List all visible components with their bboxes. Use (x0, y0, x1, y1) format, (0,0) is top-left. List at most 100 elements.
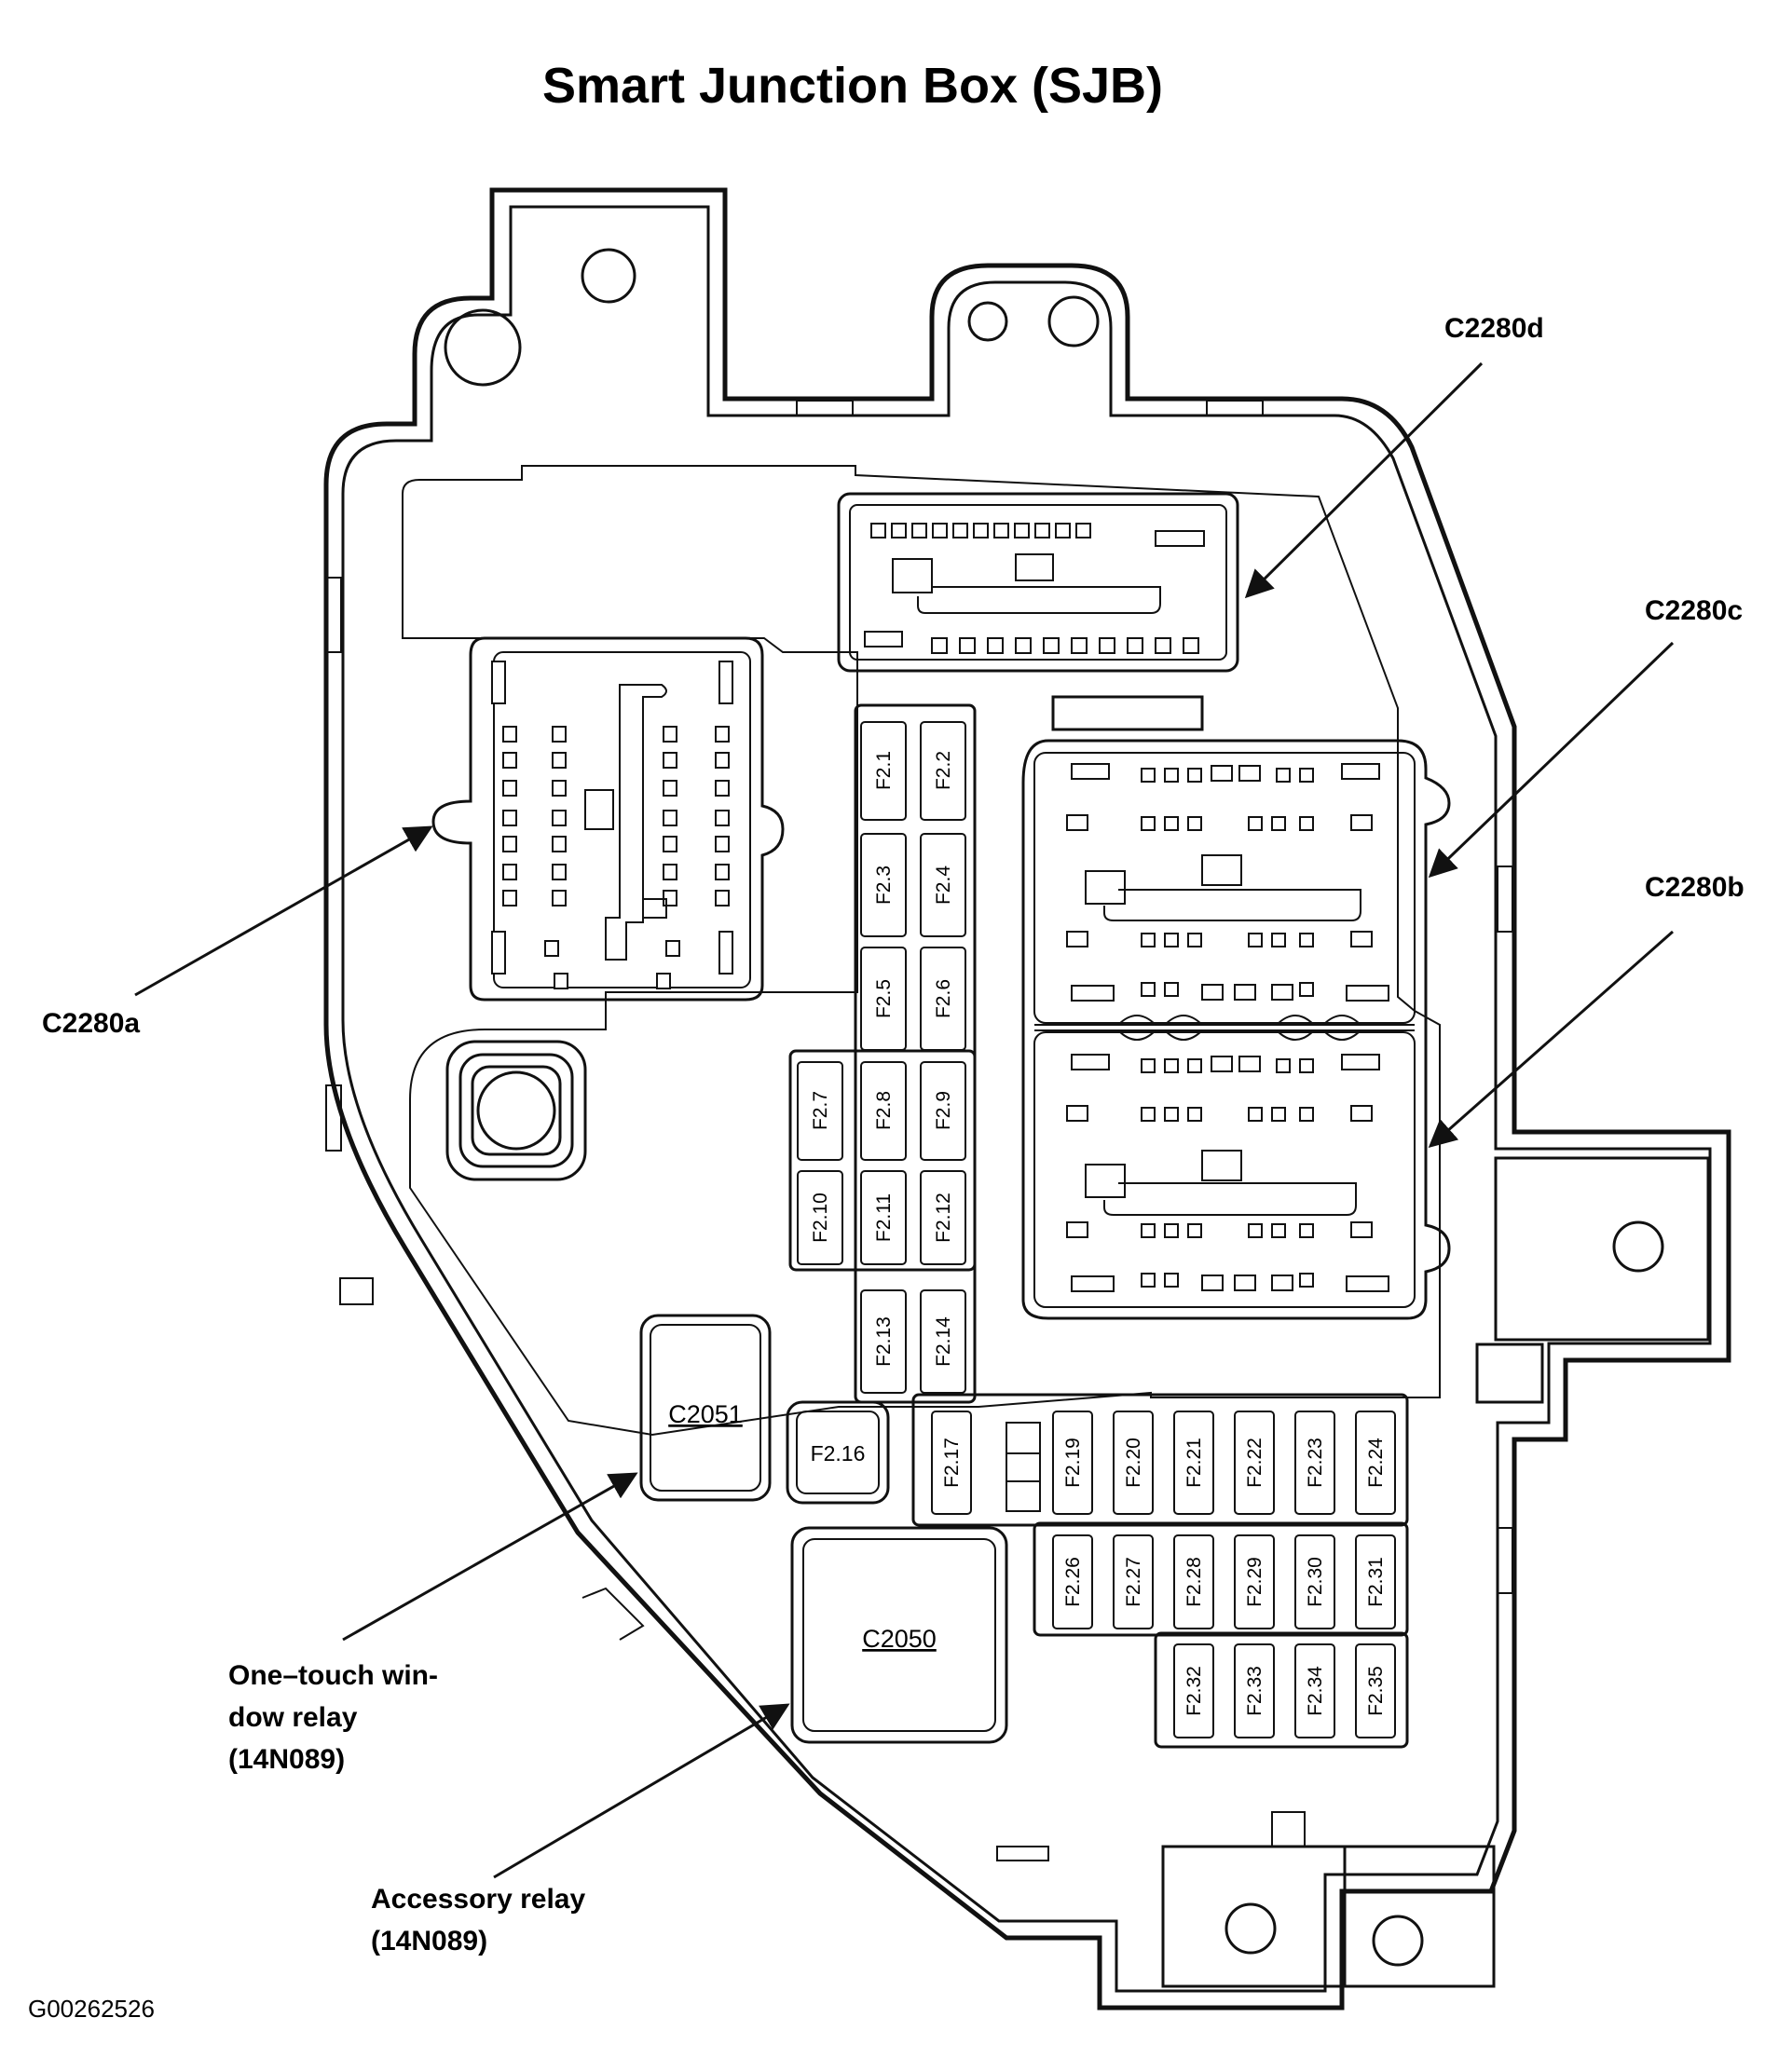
c2280d-pin (1183, 637, 1199, 654)
svg-text:F2.32: F2.32 (1184, 1666, 1205, 1716)
fuse-F2.10[interactable]: F2.10 (797, 1170, 843, 1265)
c2280b-pins-pin (1071, 1054, 1110, 1070)
label-one-touch-line3: (14N089) (228, 1744, 345, 1775)
svg-text:F2.8: F2.8 (873, 1091, 895, 1130)
fuse-F2.23[interactable]: F2.23 (1294, 1411, 1335, 1515)
fuse-F2.16-label: F2.16 (811, 1441, 866, 1465)
callout-leaders (134, 361, 1675, 1879)
fuse-F2.33[interactable]: F2.33 (1234, 1643, 1275, 1738)
fuse-F2.30[interactable]: F2.30 (1294, 1534, 1335, 1629)
fuse-F2.9[interactable]: F2.9 (920, 1061, 966, 1161)
fuse-F2.11[interactable]: F2.11 (860, 1170, 907, 1265)
svg-text:F2.21: F2.21 (1184, 1438, 1205, 1488)
relay-c2050-label: C2050 (862, 1625, 937, 1653)
c2280c-pins-pin (1201, 984, 1224, 1001)
c2280c-pins-pin (1238, 765, 1261, 782)
c2280b-pins-pin (1350, 1221, 1373, 1238)
c2280c-pins-pin (1271, 816, 1286, 831)
fuse-F2.29[interactable]: F2.29 (1234, 1534, 1275, 1629)
c2280b-pins-pin (1299, 1058, 1314, 1073)
c2280c-pins-pin (1164, 816, 1179, 831)
svg-text:F2.11: F2.11 (873, 1193, 895, 1242)
fuse-F2.3[interactable]: F2.3 (860, 833, 907, 937)
fuse-F2.16[interactable]: F2.16 (786, 1400, 890, 1505)
fuse-F2.12[interactable]: F2.12 (920, 1170, 966, 1265)
fuse-F2.28[interactable]: F2.28 (1173, 1534, 1214, 1629)
c2280a-pin (491, 661, 506, 704)
fuse-F2.19[interactable]: F2.19 (1052, 1411, 1093, 1515)
fuse-F2.32[interactable]: F2.32 (1173, 1643, 1214, 1738)
c2280c-pins-pin (1299, 982, 1314, 997)
c2280c-pins-pin (1276, 768, 1291, 783)
svg-text:F2.9: F2.9 (933, 1091, 954, 1130)
c2280c-pins-pin (1299, 816, 1314, 831)
c2280c-pins-pin (1248, 816, 1263, 831)
grommet-icon (445, 1040, 587, 1181)
c2280a-pin (552, 810, 567, 826)
c2280b-pins-pin (1299, 1107, 1314, 1122)
fuse-F2.13[interactable]: F2.13 (860, 1289, 907, 1394)
c2280c-pins-pin (1164, 933, 1179, 947)
c2280c-pins-pin (1071, 763, 1110, 780)
svg-text:F2.35: F2.35 (1365, 1666, 1387, 1716)
fuse-F2.6[interactable]: F2.6 (920, 947, 966, 1051)
fuse-F2.27[interactable]: F2.27 (1113, 1534, 1154, 1629)
c2280c-pins-pin (1234, 984, 1256, 1001)
fuse-F2.35[interactable]: F2.35 (1355, 1643, 1396, 1738)
fuse-F2.21[interactable]: F2.21 (1173, 1411, 1214, 1515)
c2280d-pin (973, 523, 989, 538)
c2280c-pins-pin (1187, 933, 1202, 947)
fuse-F2.34[interactable]: F2.34 (1294, 1643, 1335, 1738)
label-accessory-line2: (14N089) (371, 1926, 487, 1956)
fuse-F2.26[interactable]: F2.26 (1052, 1534, 1093, 1629)
fuse-F2.2[interactable]: F2.2 (920, 721, 966, 821)
c2280a-pin (715, 810, 730, 826)
c2280a-pin (718, 661, 733, 704)
page-title: Smart Junction Box (SJB) (542, 58, 1163, 114)
c2280a-pin (663, 836, 677, 852)
c2280c-pins-pin (1066, 931, 1088, 947)
svg-text:F2.4: F2.4 (933, 866, 954, 905)
fuse-F2.8[interactable]: F2.8 (860, 1061, 907, 1161)
fuse-F2.4[interactable]: F2.4 (920, 833, 966, 937)
svg-text:F2.2: F2.2 (933, 751, 954, 790)
c2280d-pin (932, 523, 948, 538)
fuse-F2.31[interactable]: F2.31 (1355, 1534, 1396, 1629)
fuse-F2.14[interactable]: F2.14 (920, 1289, 966, 1394)
fuse-F2.20[interactable]: F2.20 (1113, 1411, 1154, 1515)
c2280d-pin (1043, 637, 1060, 654)
c2280b-pins-pin (1066, 1221, 1088, 1238)
label-c2280d: C2280d (1444, 313, 1544, 344)
c2280d-pin (1155, 637, 1171, 654)
c2280c-pins-pin (1164, 768, 1179, 783)
label-one-touch-line2: dow relay (228, 1702, 358, 1733)
c2280d-pin (1014, 523, 1030, 538)
c2280a-pin (715, 890, 730, 906)
c2280d-pin (870, 523, 886, 538)
fuse-F2.1[interactable]: F2.1 (860, 721, 907, 821)
fuse-F2.5[interactable]: F2.5 (860, 947, 907, 1051)
relay-c2051[interactable]: C2051 (639, 1314, 772, 1502)
c2280d-pin (1099, 637, 1115, 654)
c2280c-pins-pin (1341, 763, 1380, 780)
svg-text:F2.22: F2.22 (1244, 1438, 1266, 1488)
c2280d-pin (891, 523, 907, 538)
relay-c2050[interactable]: C2050 (790, 1526, 1008, 1744)
housing-outline (323, 187, 1731, 2011)
c2280a-pin (715, 726, 730, 743)
c2280b-pins-pin (1299, 1223, 1314, 1238)
fuse-F2.24[interactable]: F2.24 (1355, 1411, 1396, 1515)
fuse-F2.22[interactable]: F2.22 (1234, 1411, 1275, 1515)
c2280a-pin (663, 780, 677, 797)
fuse-F2.17[interactable]: F2.17 (931, 1411, 972, 1515)
c2280b-pins-pin (1071, 1275, 1115, 1292)
fuse-F2.7[interactable]: F2.7 (797, 1061, 843, 1161)
c2280c-pins-pin (1066, 814, 1088, 831)
c2280d-pin (993, 523, 1009, 538)
svg-text:F2.27: F2.27 (1123, 1557, 1144, 1607)
c2280b-pins-pin (1187, 1107, 1202, 1122)
svg-text:F2.3: F2.3 (873, 866, 895, 905)
c2280a-pin (715, 780, 730, 797)
svg-text:F2.28: F2.28 (1184, 1557, 1205, 1607)
